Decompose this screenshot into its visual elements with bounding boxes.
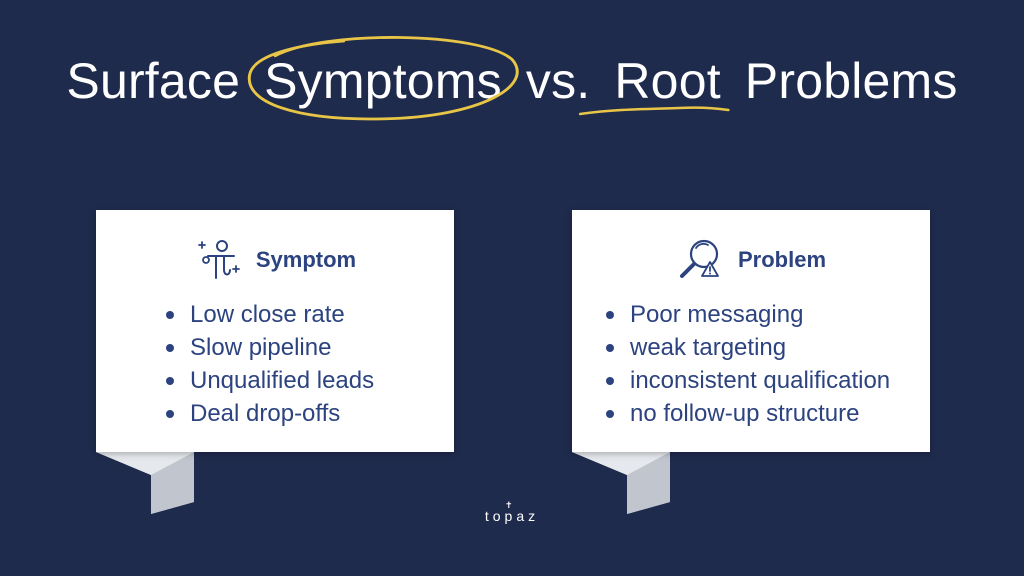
list-item: weak targeting — [606, 331, 890, 364]
problem-list: Poor messaging weak targeting inconsiste… — [606, 298, 890, 430]
list-item: no follow-up structure — [606, 397, 890, 430]
title-word-symptoms-text: Symptoms — [264, 53, 502, 109]
title-word-surface: Surface — [66, 53, 241, 109]
symptom-heading: Symptom — [255, 247, 357, 272]
brand-mark-icon: ✝ — [505, 500, 513, 510]
problem-ribbon-icon — [572, 452, 670, 514]
list-item: Deal drop-offs — [166, 397, 374, 430]
page-title: Surface Symptoms vs. Root Problems — [0, 36, 1024, 121]
magnifier-warning-icon — [679, 239, 719, 278]
problem-card-header: Problem — [572, 236, 930, 284]
problem-card: Problem Poor messaging weak targeting in… — [572, 210, 930, 514]
symptom-card: Symptom Low close rate Slow pipeline Unq… — [96, 210, 454, 514]
symptom-card-header: Symptom — [96, 236, 454, 284]
title-word-root: Root — [579, 52, 731, 116]
person-sparkle-icon — [197, 240, 240, 279]
title-word-vs: vs. — [525, 53, 591, 109]
list-item: Unqualified leads — [166, 364, 374, 397]
brand-logo: topaz — [484, 508, 540, 524]
title-word-symptoms: Symptoms — [247, 36, 519, 121]
symptom-list: Low close rate Slow pipeline Unqualified… — [166, 298, 374, 430]
list-item: inconsistent qualification — [606, 364, 890, 397]
problem-card-body: Problem Poor messaging weak targeting in… — [572, 210, 930, 452]
list-item: Poor messaging — [606, 298, 890, 331]
list-item: Low close rate — [166, 298, 374, 331]
list-item: Slow pipeline — [166, 331, 374, 364]
title-word-problems: Problems — [744, 53, 958, 109]
title-word-root-text: Root — [614, 53, 721, 109]
symptom-card-body: Symptom Low close rate Slow pipeline Unq… — [96, 210, 454, 452]
problem-heading: Problem — [737, 247, 827, 272]
symptom-ribbon-icon — [96, 452, 194, 514]
